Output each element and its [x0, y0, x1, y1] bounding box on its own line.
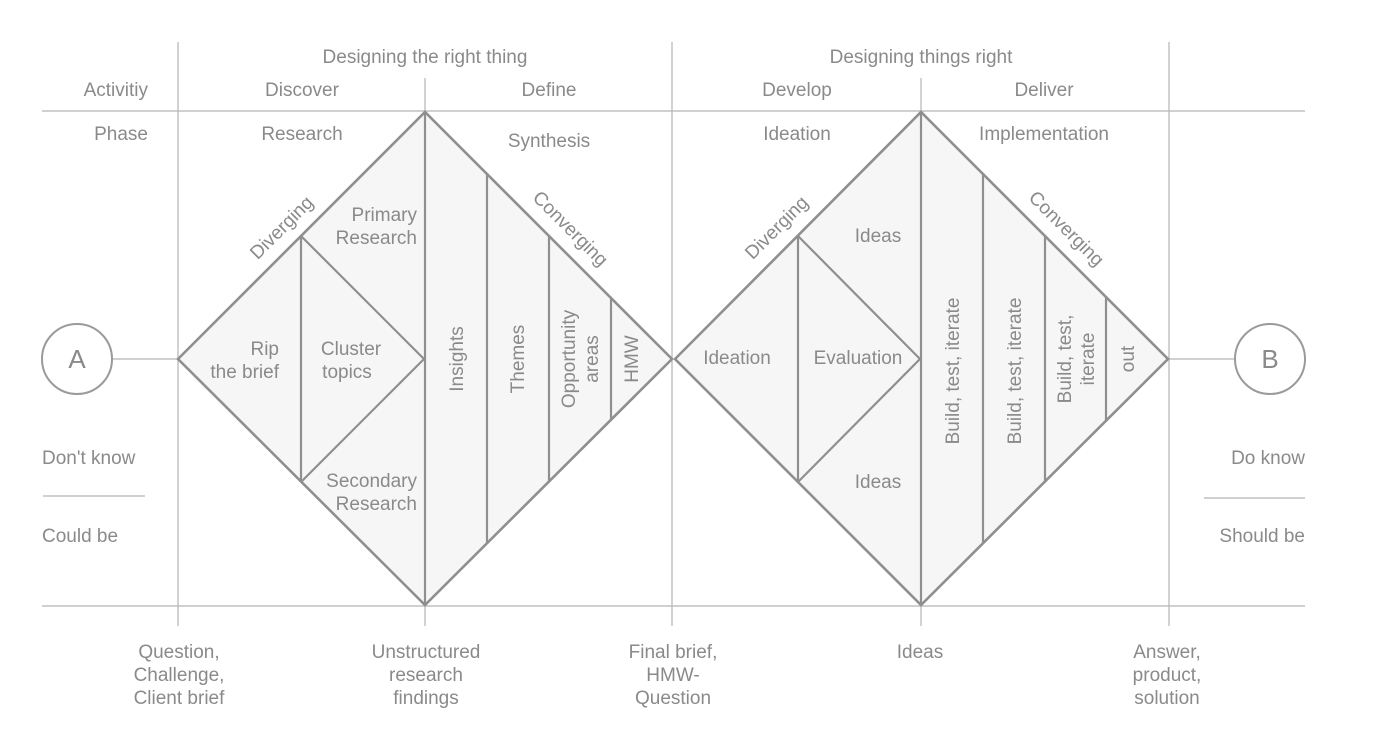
output-ideas: Ideas: [897, 642, 943, 663]
output-unstructured-line1: Unstructured: [372, 642, 481, 663]
phase-implementation: Implementation: [979, 124, 1109, 145]
output-final-brief-line3: Question: [635, 688, 711, 709]
could-be-label: Could be: [42, 526, 118, 547]
d1-insights: Insights: [447, 326, 468, 391]
d2-ideation: Ideation: [703, 348, 771, 369]
d2-build-2: Build, test, iterate: [1005, 298, 1026, 445]
output-unstructured-line3: findings: [393, 688, 459, 709]
d1-secondary-line2: Research: [336, 494, 417, 515]
activity-define: Define: [522, 80, 577, 101]
group-title-right: Designing things right: [830, 47, 1013, 68]
output-final-brief-line1: Final brief,: [629, 642, 718, 663]
d1-rip-line1: Rip: [250, 339, 279, 360]
activity-develop: Develop: [762, 80, 832, 101]
d1-secondary-line1: Secondary: [326, 471, 417, 492]
d2-ideas-bottom: Ideas: [855, 472, 901, 493]
output-question-line1: Question,: [138, 642, 219, 663]
output-question-line2: Challenge,: [134, 665, 225, 686]
d2-build-3-line1: Build, test,: [1055, 315, 1076, 404]
diamond-2-sections: [796, 112, 1108, 605]
output-answer-line1: Answer,: [1133, 642, 1201, 663]
end-circle: [1234, 323, 1306, 395]
d1-hmw: HMW: [622, 335, 643, 383]
should-be-label: Should be: [1219, 526, 1305, 547]
output-answer-line2: product,: [1133, 665, 1202, 686]
end-label: B: [1261, 344, 1278, 374]
grid: [42, 42, 1305, 626]
d2-build-1: Build, test, iterate: [943, 298, 964, 445]
d2-build-3-line2: iterate: [1078, 333, 1099, 386]
output-unstructured-line2: research: [389, 665, 463, 686]
d1-cluster-line2: topics: [322, 362, 372, 383]
d2-inner-upper: [797, 235, 921, 360]
d1-inner-lower: [300, 358, 425, 483]
do-know-label: Do know: [1231, 448, 1305, 469]
output-question-line3: Client brief: [134, 688, 226, 709]
d1-opportunity-line2: areas: [582, 335, 603, 383]
phase-synthesis: Synthesis: [508, 131, 590, 152]
group-title-left: Designing the right thing: [323, 47, 528, 68]
activity-discover: Discover: [265, 80, 340, 101]
d1-primary-line1: Primary: [352, 205, 418, 226]
d1-opportunity-line1: Opportunity: [559, 309, 580, 408]
output-final-brief-line2: HMW-: [646, 665, 699, 686]
d1-themes: Themes: [508, 325, 529, 394]
start-circle: [41, 323, 113, 395]
diamond-1-sections: [299, 112, 613, 605]
d2-ideas-top: Ideas: [855, 226, 901, 247]
d1-cluster-line1: Cluster: [321, 339, 382, 360]
d1-primary-line2: Research: [336, 228, 417, 249]
phase-row-label: Phase: [94, 124, 148, 145]
activity-deliver: Deliver: [1014, 80, 1074, 101]
activity-row-label: Activitiy: [84, 80, 149, 101]
start-label: A: [68, 344, 86, 374]
dont-know-label: Don't know: [42, 448, 136, 469]
d2-evaluation: Evaluation: [814, 348, 903, 369]
d1-inner-upper: [300, 235, 425, 360]
output-answer-line3: solution: [1134, 688, 1200, 709]
d2-inner-lower: [797, 358, 921, 483]
phase-research: Research: [261, 124, 342, 145]
d1-rip-line2: the brief: [210, 362, 279, 383]
phase-ideation: Ideation: [763, 124, 831, 145]
d2-out: out: [1118, 345, 1139, 372]
